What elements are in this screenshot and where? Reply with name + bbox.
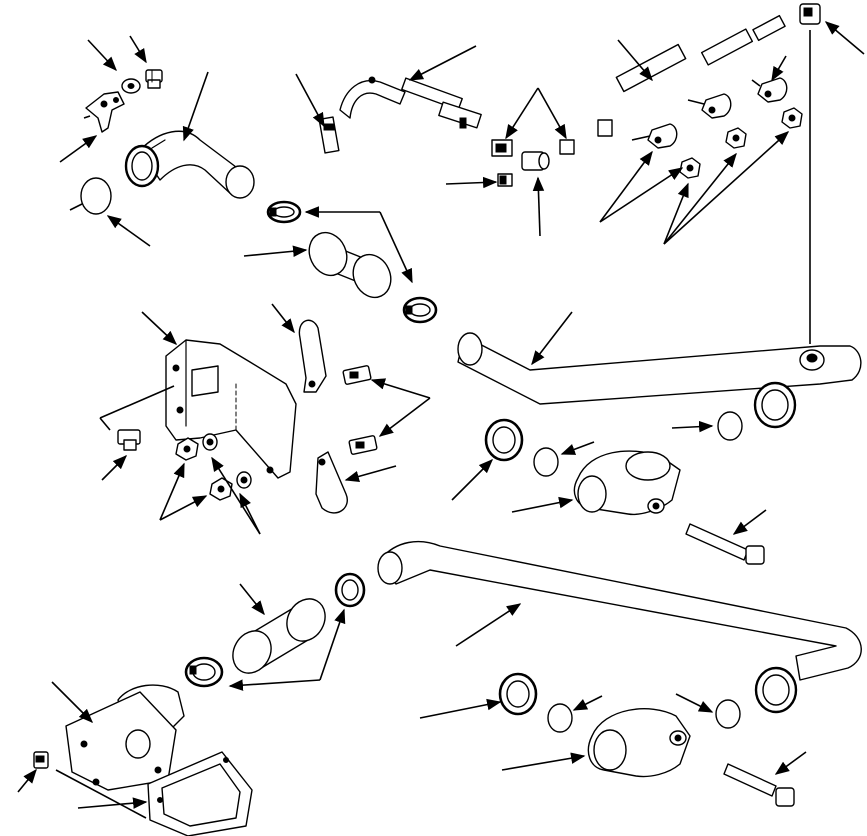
p-clip-1 [647, 123, 678, 149]
lower-hose-assembly [184, 572, 366, 691]
nut-2 [725, 127, 747, 149]
upper-hose-line [295, 3, 865, 237]
hose-clamp-lower-right [334, 572, 366, 608]
nut-3 [781, 107, 803, 129]
long-bolt-lower [723, 763, 795, 807]
mounting-plate-assembly [99, 311, 297, 535]
gasket-disc-lower-left [547, 703, 573, 733]
coupler [521, 151, 550, 171]
nut-1 [679, 157, 701, 179]
bolt-clip-upper [342, 365, 372, 385]
upper-long-tube [457, 30, 862, 429]
p-clip-upper [298, 319, 327, 393]
hose-clamp-lower [402, 296, 438, 324]
union-fitting [491, 139, 513, 157]
mounting-bracket [85, 91, 125, 133]
housing-body-upper [573, 450, 681, 516]
flange-bolt [33, 751, 49, 769]
small-washer [121, 78, 141, 94]
rubber-hose-lower [232, 598, 326, 674]
washer-left-1 [202, 433, 218, 451]
center-clips [271, 303, 431, 514]
rubber-hose-upper [308, 231, 392, 299]
upper-hose-assembly [243, 200, 438, 324]
thermostat-housing-lower [419, 672, 807, 807]
gasket-disc-upper-left [533, 447, 559, 477]
lower-left-flange-assembly [17, 681, 253, 836]
seal-ring-lower [498, 672, 538, 716]
p-clip-2 [701, 93, 732, 119]
hose-clamp-lower-left [184, 656, 224, 688]
flange-gasket [147, 751, 253, 836]
housing-body-lower [587, 708, 691, 778]
thermostat-housing-upper [451, 411, 767, 565]
elbow-fitting-top [799, 3, 821, 25]
p-clip-3 [757, 77, 788, 103]
long-bolt-upper [685, 523, 765, 565]
washer-left-2 [236, 471, 252, 489]
p-clip-lower [315, 451, 348, 514]
bolt-clip-lower [348, 435, 378, 455]
nut-left-2 [209, 477, 233, 501]
elbow-tube [124, 130, 255, 199]
hose-clamp-upper [266, 200, 302, 224]
lower-long-tube [377, 540, 862, 714]
gasket-disc-upper-right [717, 411, 743, 441]
pipe-clips-upper-right [599, 55, 803, 245]
upper-left-elbow-assembly [59, 35, 255, 247]
flange-plate [65, 691, 177, 791]
small-bolt [145, 69, 163, 89]
nut-left-1 [175, 437, 199, 461]
seal-ring-upper [484, 418, 524, 462]
gasket-disc-lower-right [715, 699, 741, 729]
o-ring-disc [80, 177, 112, 215]
bolt-left [117, 429, 141, 451]
